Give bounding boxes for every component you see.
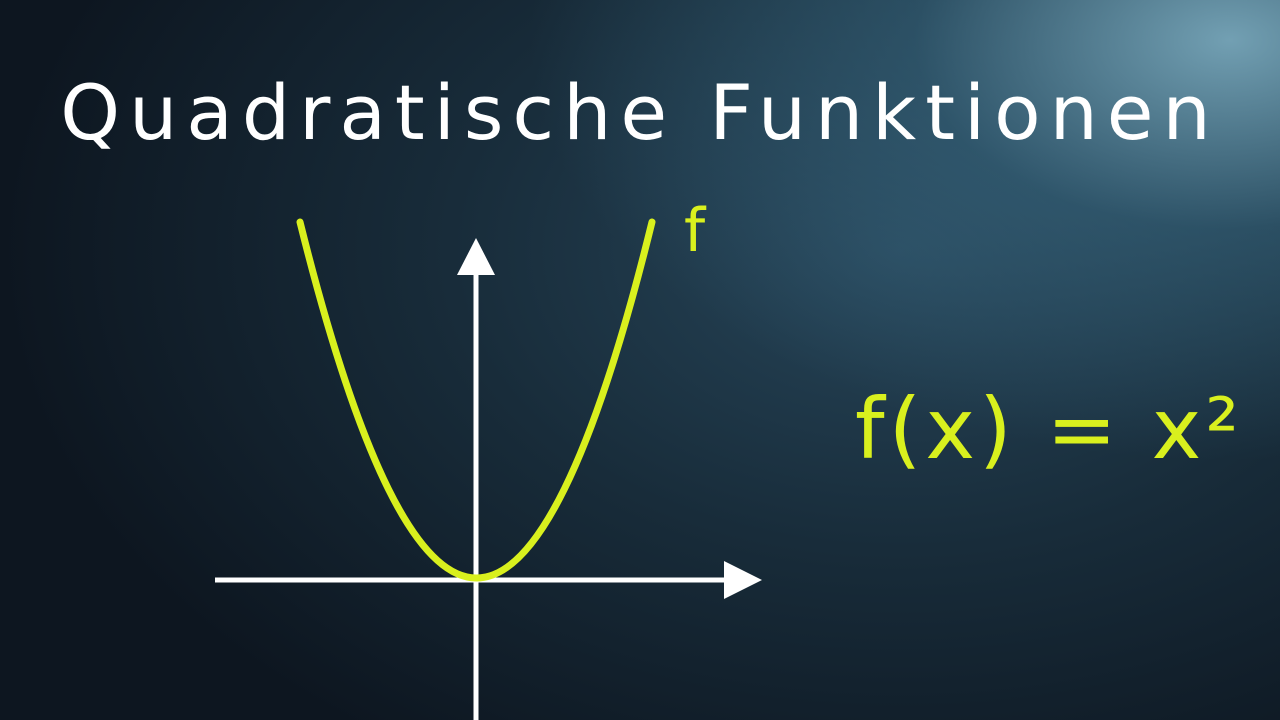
formula: f(x) = x²: [855, 380, 1243, 478]
title: Quadratische Funktionen: [60, 68, 1220, 157]
y-axis-arrow-icon: [457, 238, 495, 275]
x-axis-arrow-icon: [724, 561, 762, 599]
parabola-curve: [296, 218, 656, 582]
curve-label: f: [684, 196, 706, 266]
